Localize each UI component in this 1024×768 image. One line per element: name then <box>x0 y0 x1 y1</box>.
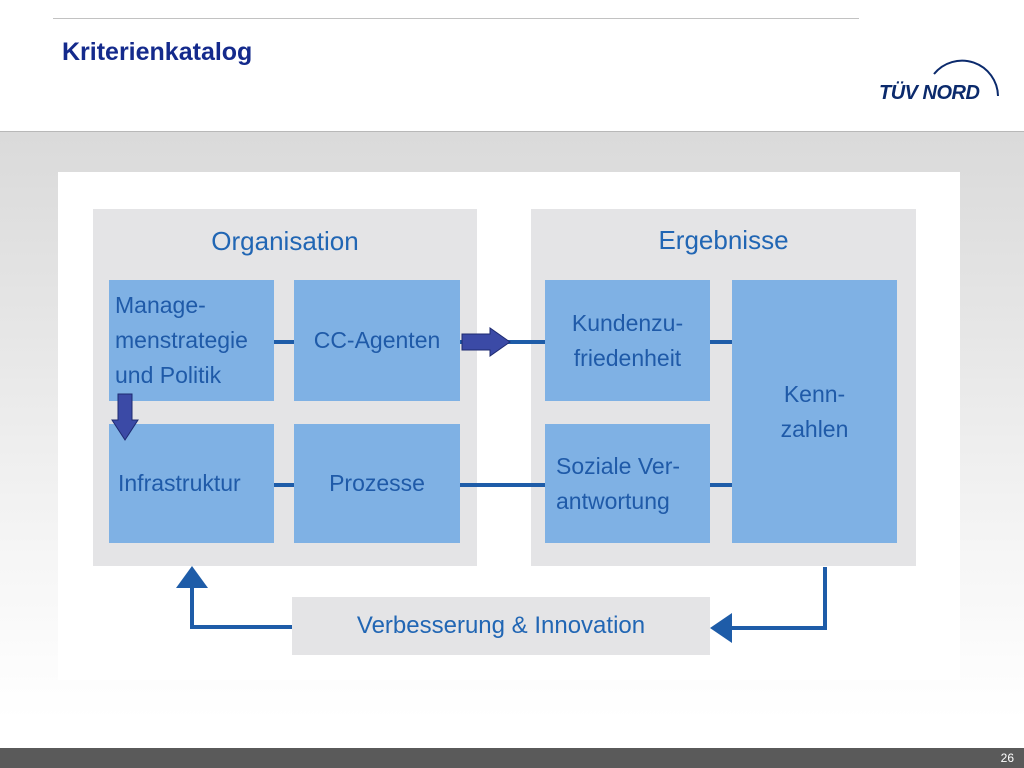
connector-prozesse-soziale <box>460 483 545 487</box>
box-management-strategy-label: Manage- menstrategie und Politik <box>115 292 248 388</box>
connector-soziale-kennzahlen <box>710 483 732 487</box>
box-cc-agenten: CC-Agenten <box>294 280 460 401</box>
box-management-strategy: Manage- menstrategie und Politik <box>109 280 274 401</box>
box-cc-agenten-label: CC-Agenten <box>313 327 441 353</box>
box-soziale-verantwortung-label: Soziale Ver- antwortung <box>556 452 681 514</box>
box-kennzahlen: Kenn- zahlen <box>732 280 897 543</box>
box-prozesse: Prozesse <box>294 424 460 543</box>
connector-management-cc <box>274 340 294 344</box>
logo-arc-icon <box>933 59 999 97</box>
top-rule <box>53 18 859 19</box>
logo-text: TÜV NORD <box>879 82 980 104</box>
box-soziale-verantwortung: Soziale Ver- antwortung <box>545 424 710 543</box>
box-kennzahlen-label: Kenn- zahlen <box>780 380 849 442</box>
ergebnisse-title: Ergebnisse <box>658 225 789 255</box>
header-band <box>0 0 1024 132</box>
tuv-nord-logo: TÜV NORD <box>872 42 1012 122</box>
box-infrastruktur: Infrastruktur <box>109 424 274 543</box>
box-verbesserung-innovation-label: Verbesserung & Innovation <box>356 612 646 639</box>
connector-cc-kunden <box>460 340 545 344</box>
footer-bar <box>0 748 1024 768</box>
box-kundenzufriedenheit: Kundenzu- friedenheit <box>545 280 710 401</box>
connector-kunden-kennzahlen <box>710 340 732 344</box>
box-kundenzufriedenheit-label: Kundenzu- friedenheit <box>571 309 684 371</box>
box-verbesserung-innovation: Verbesserung & Innovation <box>292 597 710 655</box>
box-infrastruktur-label: Infrastruktur <box>118 470 241 496</box>
organisation-title: Organisation <box>211 226 359 256</box>
box-prozesse-label: Prozesse <box>329 470 425 496</box>
slide-title: Kriterienkatalog <box>62 38 253 66</box>
connector-infra-prozesse <box>274 483 294 487</box>
footer-accent <box>806 744 1024 748</box>
page-number: 26 <box>1000 751 1014 765</box>
